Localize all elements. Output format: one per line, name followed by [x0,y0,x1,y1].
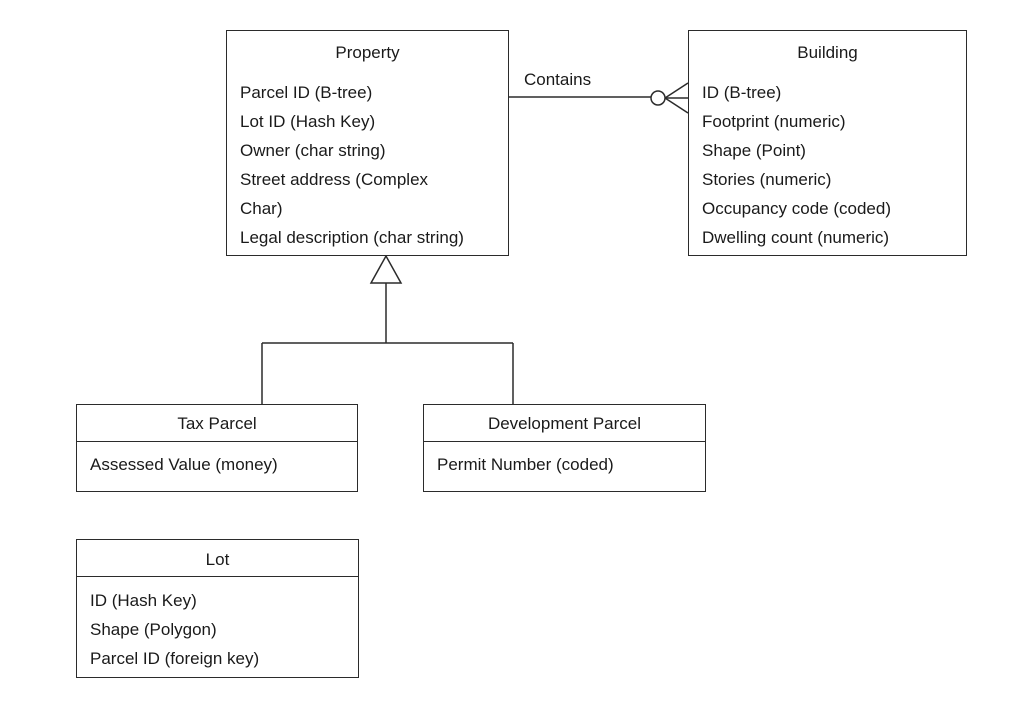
lot-attribute: Parcel ID (foreign key) [90,649,260,668]
building-attribute: ID (B-tree) [702,83,782,102]
building-attribute: Dwelling count (numeric) [702,228,890,247]
property-attribute: Char) [240,199,283,218]
generalization-triangle-icon [369,254,403,284]
lot-class-name: Lot [205,550,230,569]
development-parcel-class-name: Development Parcel [487,414,642,433]
property-class-name: Property [335,43,400,62]
building-attribute: Footprint (numeric) [702,112,846,131]
lot-attribute-list: ID (Hash Key) Shape (Polygon) Parcel ID … [90,586,259,673]
generalization-connector [261,254,514,404]
contains-label: Contains [524,70,592,89]
building-attribute: Stories (numeric) [702,170,832,189]
property-attribute: Owner (char string) [240,141,386,160]
development-parcel-attribute-list: Permit Number (coded) [437,450,614,479]
crows-foot-upper-prong [664,82,689,99]
building-attribute-list: ID (B-tree) Footprint (numeric) Shape (P… [702,78,891,252]
tax-parcel-divider [77,441,357,442]
tax-parcel-class-name: Tax Parcel [177,414,257,433]
tax-parcel-class: Tax Parcel Assessed Value (money) [76,404,358,492]
property-class: Property Parcel ID (B-tree) Lot ID (Hash… [226,30,509,256]
contains-association [508,82,689,114]
zero-optionality-circle [650,90,666,106]
lot-attribute: Shape (Polygon) [90,620,217,639]
property-attribute: Legal description (char string) [240,228,464,247]
lot-attribute: ID (Hash Key) [90,591,197,610]
property-attribute: Lot ID (Hash Key) [240,112,376,131]
development-parcel-divider [424,441,705,442]
tax-parcel-attribute-list: Assessed Value (money) [90,450,278,479]
development-parcel-class: Development Parcel Permit Number (coded) [423,404,706,492]
building-class-name: Building [797,43,858,62]
lot-class: Lot ID (Hash Key) Shape (Polygon) Parcel… [76,539,359,678]
building-attribute: Occupancy code (coded) [702,199,891,218]
property-attribute: Parcel ID (B-tree) [240,83,373,102]
crows-foot-lower-prong [664,97,689,114]
development-parcel-attribute: Permit Number (coded) [437,455,614,474]
property-attribute-list: Parcel ID (B-tree) Lot ID (Hash Key) Own… [240,78,464,252]
lot-divider [77,576,358,577]
tax-parcel-attribute: Assessed Value (money) [90,455,278,474]
building-attribute: Shape (Point) [702,141,806,160]
building-class: Building ID (B-tree) Footprint (numeric)… [688,30,967,256]
property-attribute: Street address (Complex [240,170,429,189]
